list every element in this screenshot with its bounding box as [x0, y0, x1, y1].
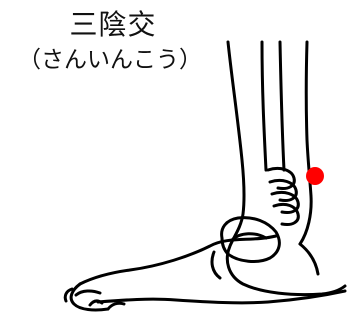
point-reading: （さんいんこう）	[0, 45, 220, 75]
sanyinjiao-point	[306, 167, 324, 185]
foot-outline	[65, 42, 345, 310]
point-title: 三陰交	[58, 8, 168, 42]
